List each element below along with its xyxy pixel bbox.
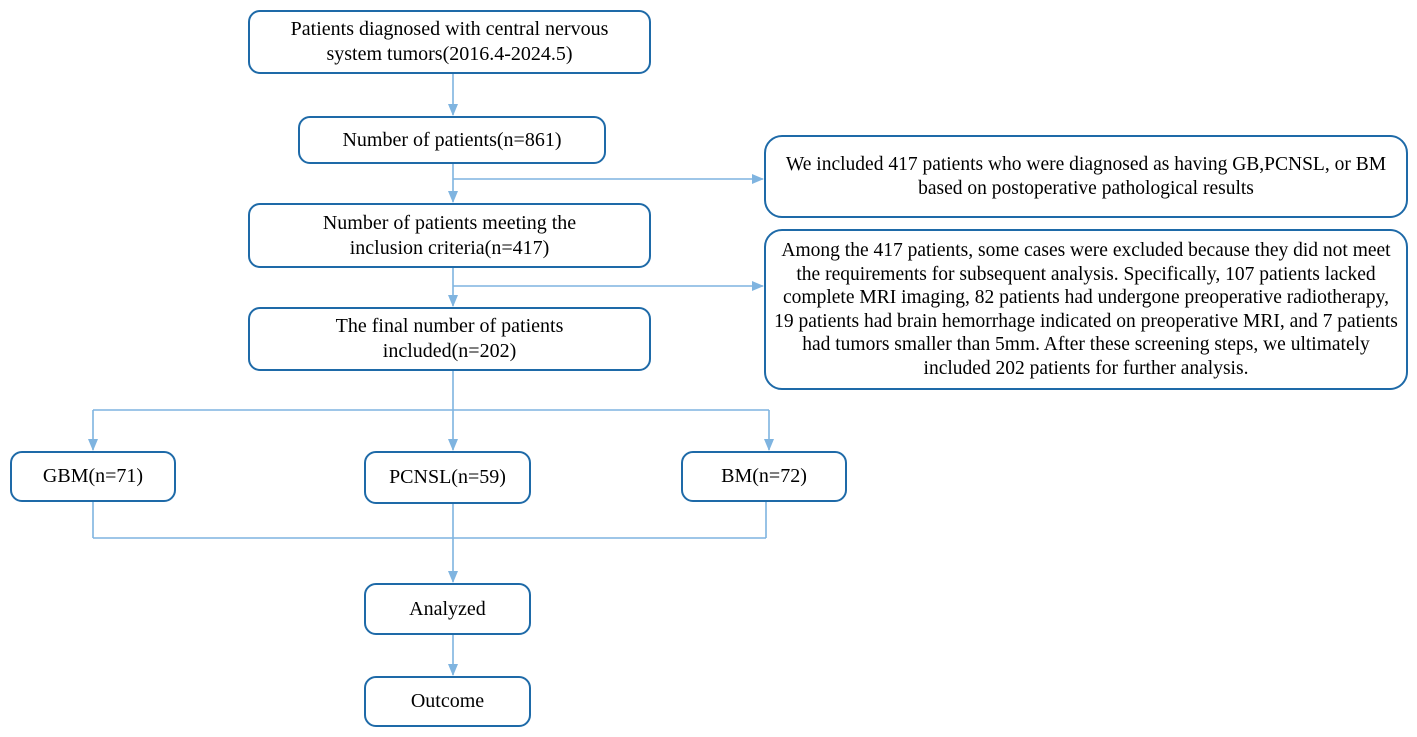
node-total: Number of patients(n=861)	[298, 116, 606, 164]
node-bm: BM(n=72)	[681, 451, 847, 502]
node-bm-label: BM(n=72)	[721, 465, 807, 487]
note-inclusion: We included 417 patients who were diagno…	[764, 135, 1408, 218]
node-gbm-label: GBM(n=71)	[42, 465, 144, 487]
node-diagnosed-label: Patients diagnosed with central nervous …	[290, 18, 609, 65]
note-exclusion-text: Among the 417 patients, some cases were …	[774, 240, 1398, 379]
node-analyzed: Analyzed	[364, 583, 531, 635]
node-final: The final number of patients included(n=…	[248, 307, 651, 371]
node-inclusion-label: Number of patients meeting the inclusion…	[322, 211, 577, 259]
node-final-label: The final number of patients included(n=…	[335, 315, 564, 362]
node-outcome-label: Outcome	[410, 690, 485, 712]
node-outcome: Outcome	[364, 676, 531, 727]
node-gbm: GBM(n=71)	[10, 451, 176, 502]
node-diagnosed: Patients diagnosed with central nervous …	[248, 10, 651, 74]
note-inclusion-text: We included 417 patients who were diagno…	[785, 154, 1387, 199]
node-pcnsl-label: PCNSL(n=59)	[389, 466, 506, 488]
node-analyzed-label: Analyzed	[409, 597, 486, 620]
node-total-label: Number of patients(n=861)	[342, 128, 562, 151]
note-exclusion: Among the 417 patients, some cases were …	[764, 229, 1408, 390]
node-pcnsl: PCNSL(n=59)	[364, 451, 531, 504]
node-inclusion: Number of patients meeting the inclusion…	[248, 203, 651, 268]
